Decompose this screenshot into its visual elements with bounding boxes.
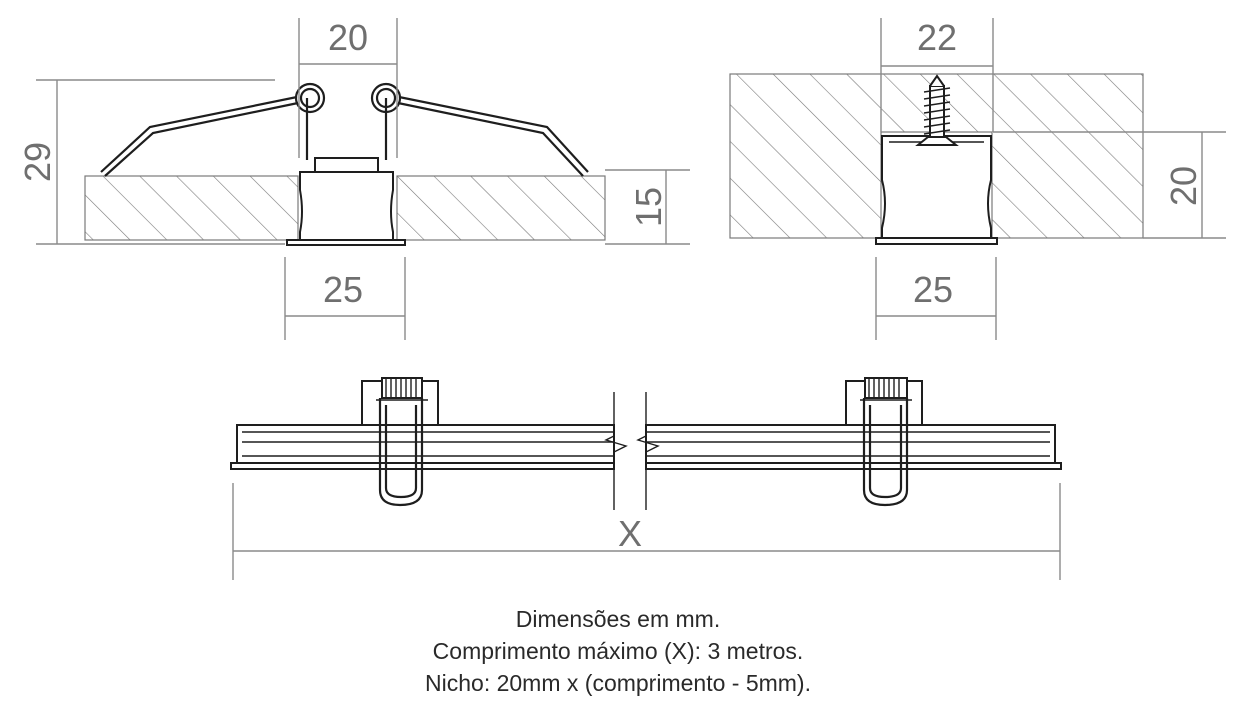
ceiling-section-right	[396, 175, 606, 241]
screw-profile-body	[881, 135, 992, 239]
profile-top-cap	[314, 157, 379, 173]
dim-screw-bottom-width: 25	[913, 269, 953, 310]
break-symbol	[604, 390, 660, 510]
note-niche: Nicho: 20mm x (comprimento - 5mm).	[425, 670, 811, 696]
screw-profile-flange	[875, 237, 998, 245]
dim-clip-height: 29	[17, 142, 58, 182]
dim-length-x: X	[618, 513, 642, 554]
notes-block: Dimensões em mm. Comprimento máximo (X):…	[0, 603, 1236, 699]
note-units: Dimensões em mm.	[515, 606, 721, 632]
spring-coil-right-inner	[375, 87, 397, 109]
dim-ceiling-thickness: 15	[628, 187, 669, 227]
dim-niche-depth: 20	[1163, 166, 1204, 206]
screw-head	[915, 136, 959, 146]
dim-clip-bottom-width: 25	[323, 269, 363, 310]
screw-tip	[929, 74, 945, 87]
dim-screw-top-width: 22	[917, 17, 957, 58]
dim-clip-top-width: 20	[328, 17, 368, 58]
spring-clip-wire	[305, 98, 388, 160]
clip-mount-section-view: 20 29 15 25	[17, 17, 690, 340]
profile-side-right	[645, 424, 1062, 470]
profile-body	[299, 171, 394, 241]
note-max-length: Comprimento máximo (X): 3 metros.	[432, 638, 804, 664]
spring-arm-right	[397, 95, 589, 177]
spring-coil-left-inner	[299, 87, 321, 109]
side-clip-right	[845, 377, 923, 507]
side-clip-left	[361, 377, 439, 507]
screw-mount-section-view: 22 20 25	[729, 17, 1226, 340]
screw-threads	[923, 87, 951, 135]
spring-arm-left	[100, 95, 299, 177]
profile-flange	[286, 239, 406, 246]
side-length-view: X	[230, 377, 1062, 580]
ceiling-section-left	[84, 175, 299, 241]
